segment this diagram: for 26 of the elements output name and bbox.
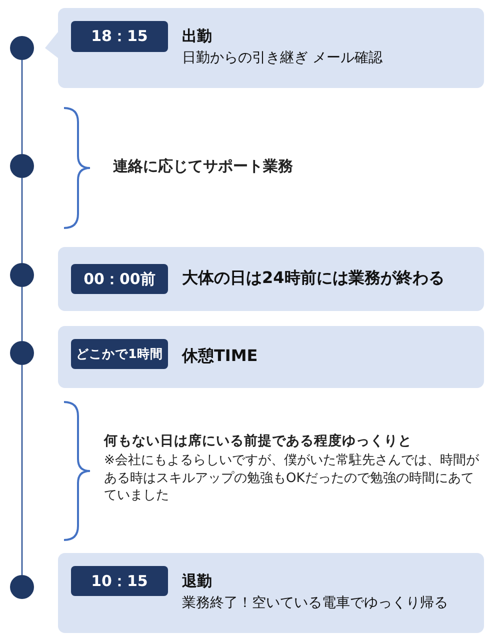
timeline-line (21, 287, 23, 341)
time-badge: 00：00前 (71, 264, 168, 294)
card-title: 退勤 (182, 572, 212, 591)
timeline-dot (10, 341, 34, 365)
note-text: ※会社にもよるらしいですが、僕がいた常駐先さんでは、時間がある時はスキルアップの勉強もOKだったので勉強の時間にあてていました (104, 452, 480, 505)
timeline-dot (10, 575, 34, 599)
time-badge: 18：15 (71, 21, 168, 52)
timeline-line (21, 60, 23, 154)
note-text: 連絡に応じてサポート業務 (113, 156, 294, 176)
time-badge: どこかで1時間 (71, 339, 168, 369)
timeline-line (21, 365, 23, 575)
timeline-dot (10, 263, 34, 287)
card-text: 日勤からの引き継ぎ メール確認 (182, 49, 382, 67)
timeline-line (21, 178, 23, 263)
schedule-card (58, 553, 484, 633)
schedule-card (58, 326, 484, 388)
card-title: 出勤 (182, 27, 212, 46)
note-heading: 何もない日は席にいる前提である程度ゆっくりと (104, 432, 413, 450)
schedule-card (58, 8, 484, 88)
timeline-dot (10, 36, 34, 60)
card-text: 業務終了！空いている電車でゆっくり帰る (182, 594, 448, 612)
time-badge: 10：15 (71, 566, 168, 596)
schedule-card (58, 247, 484, 311)
card-text: 大体の日は24時前には業務が終わる (182, 268, 444, 289)
timeline-dot (10, 154, 34, 178)
card-text: 休憩TIME (182, 346, 258, 367)
